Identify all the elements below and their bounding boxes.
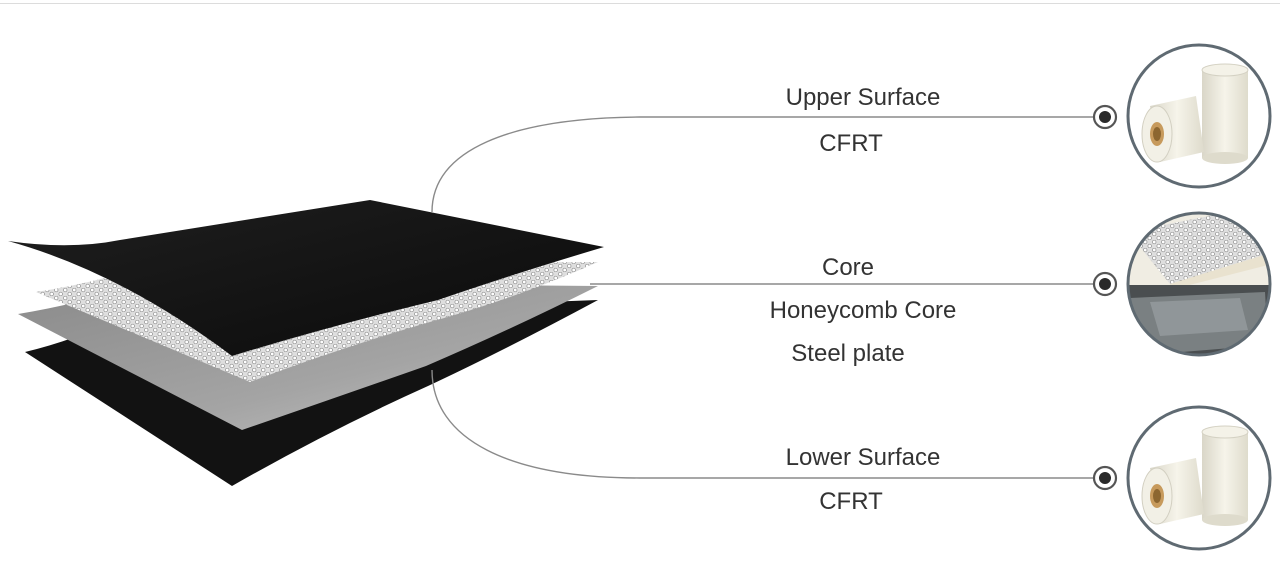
lower-leader-line	[431, 369, 1105, 479]
lower-surface-material: CFRT	[819, 488, 883, 515]
lower-connector-dot	[1092, 465, 1118, 491]
top-black-sheet	[8, 200, 604, 356]
cfrt-rolls-icon	[1126, 43, 1272, 189]
upper-surface-title: Upper Surface	[785, 84, 941, 111]
upper-connector-dot	[1092, 104, 1118, 130]
upper-leader-line	[431, 116, 1105, 213]
connector-dots	[1092, 104, 1118, 491]
top-divider	[0, 3, 1280, 4]
honeycomb-steel-icon	[1126, 211, 1272, 357]
core-connector-dot	[1092, 271, 1118, 297]
core-title: Core	[821, 254, 875, 281]
layered-panel-icon	[8, 200, 604, 486]
core-material-honeycomb: Honeycomb Core	[769, 297, 957, 324]
core-material-steel: Steel plate	[791, 340, 905, 367]
lower-surface-title: Lower Surface	[785, 444, 941, 471]
cfrt-rolls-icon	[1126, 405, 1272, 551]
upper-surface-material: CFRT	[819, 130, 883, 157]
leader-lines	[431, 116, 1105, 479]
